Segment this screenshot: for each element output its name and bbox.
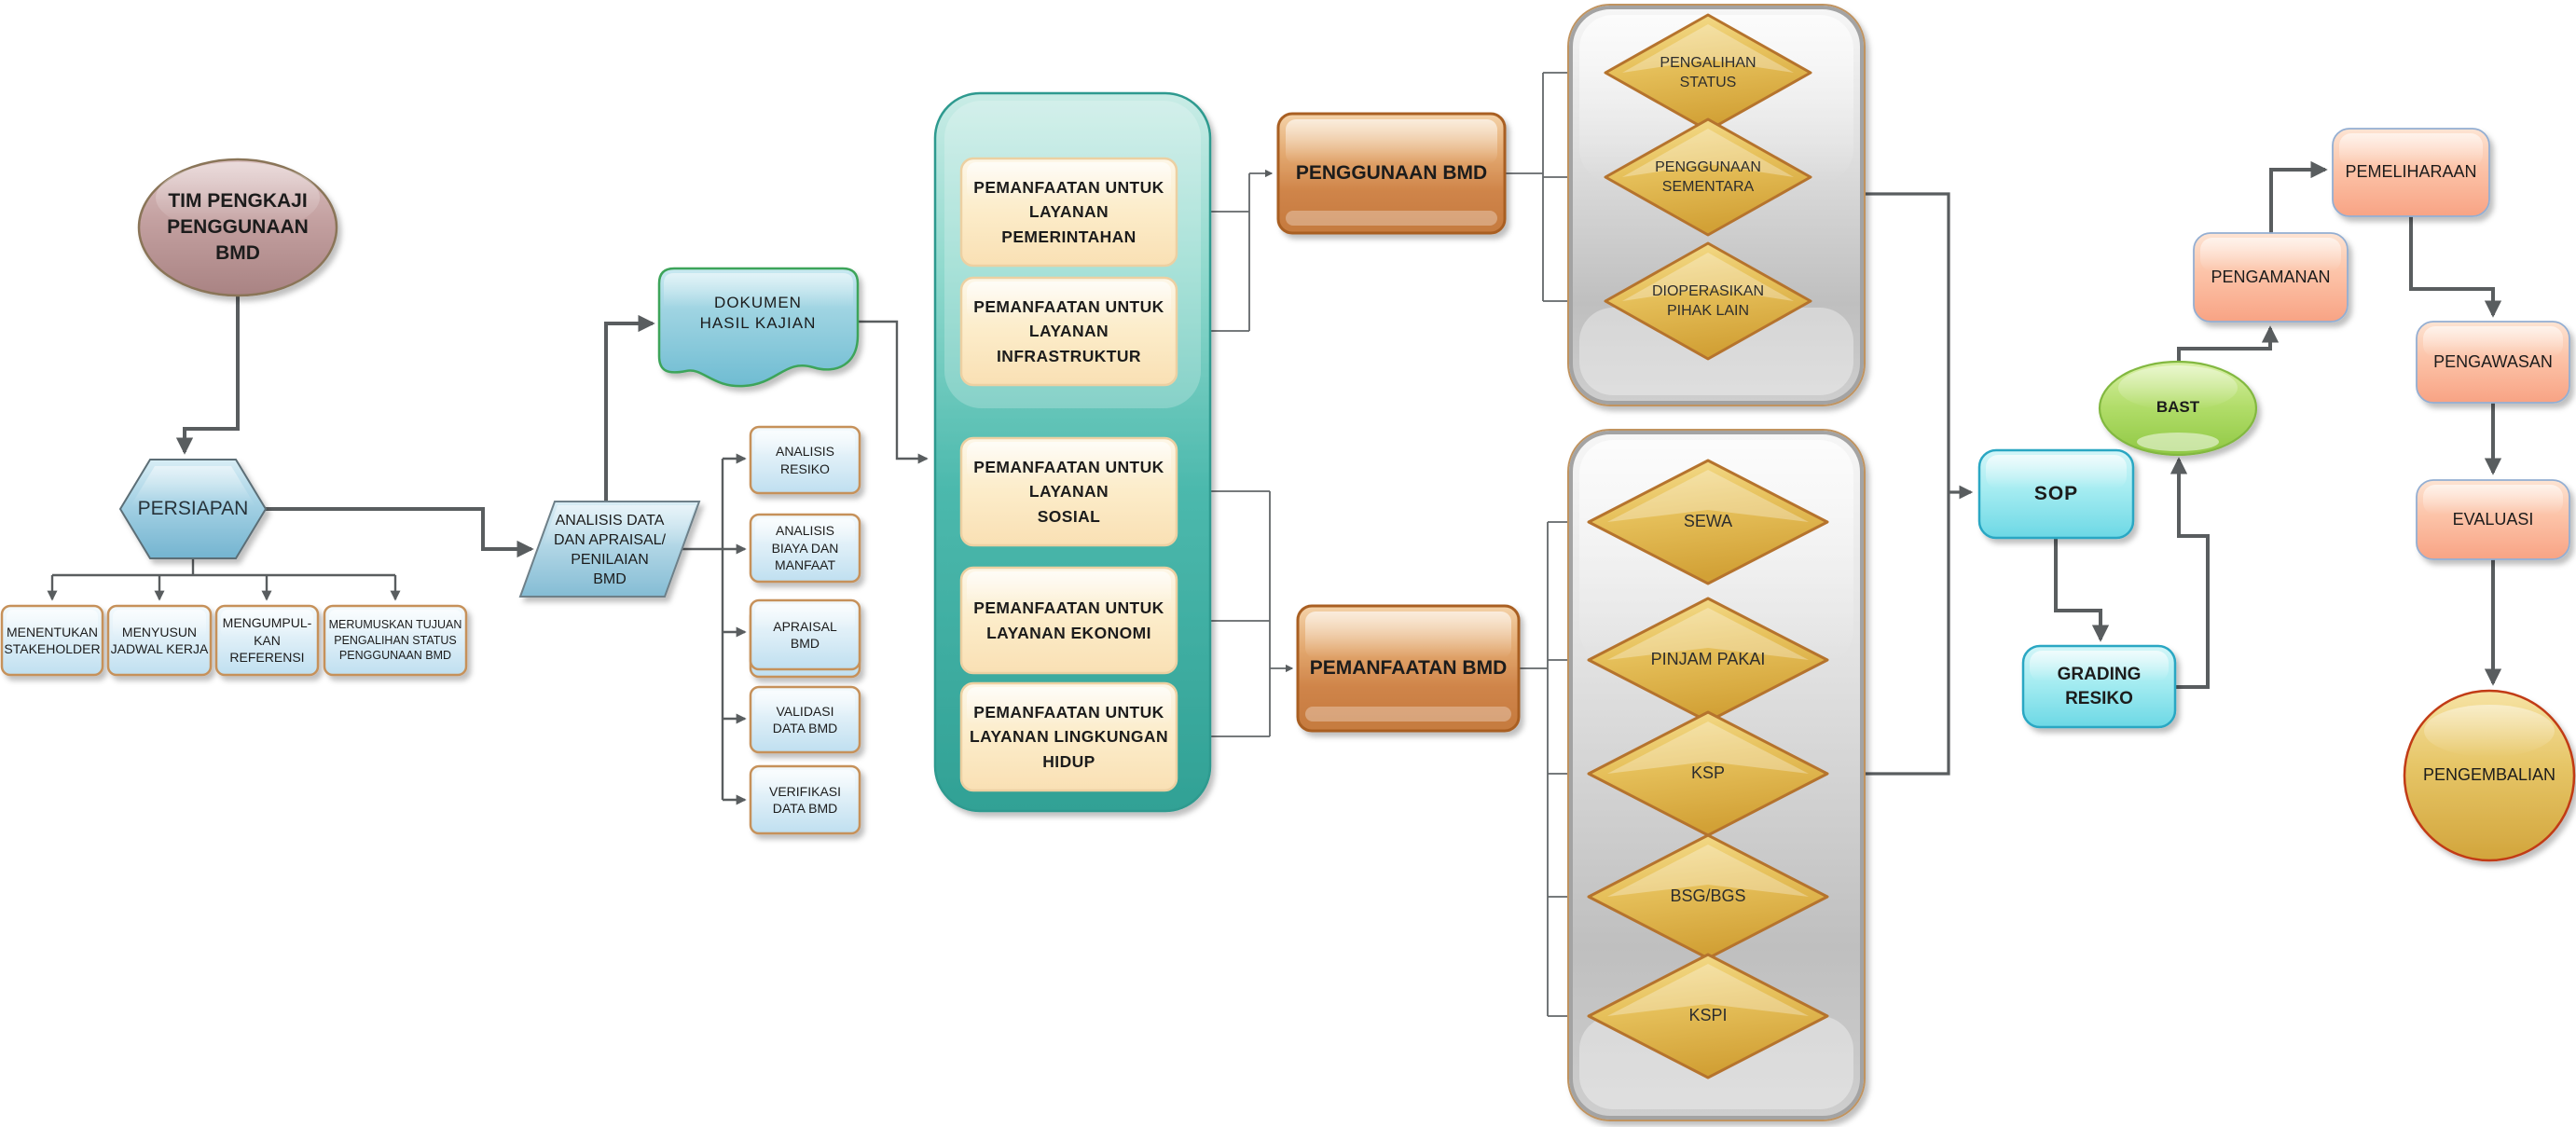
shape-ksp-diamond	[1587, 710, 1829, 837]
edge-pemanfaatan-trunk	[1177, 490, 1271, 737]
shape-pemanfaatan-bmd	[1296, 604, 1521, 733]
shape-lingkungan	[959, 681, 1178, 792]
shape-apraisal	[749, 598, 861, 679]
shape-pengembalian-circle	[2403, 689, 2576, 862]
shape-persiapan-hexagon	[118, 459, 268, 559]
shape-pengawasan	[2416, 321, 2570, 404]
connectors	[47, 68, 2502, 1021]
shape-referensi	[214, 604, 320, 677]
shape-analisis-biaya	[749, 513, 861, 584]
shape-pengamanan	[2193, 232, 2349, 323]
edge-pemeliharaan-pengawasan	[2409, 216, 2502, 318]
shape-analisis-resiko	[749, 425, 861, 495]
nodes	[0, 13, 2576, 1079]
shape-evaluasi	[2416, 479, 2570, 560]
edge-tim-persiapan	[175, 295, 240, 455]
shape-sementara-diamond	[1604, 117, 1812, 237]
edge-analisis-dokumen	[604, 314, 655, 502]
edge-persiapan-analisis	[266, 507, 534, 558]
shape-dokumen-document	[657, 267, 860, 388]
shape-bsg-diamond	[1587, 833, 1829, 960]
shape-kspi-diamond	[1587, 953, 1829, 1079]
shape-stakeholder	[0, 604, 104, 677]
shape-grading-resiko	[2021, 644, 2177, 729]
shape-sewa-diamond	[1587, 459, 1829, 585]
shape-jadwal	[106, 604, 213, 677]
shape-infrastruktur	[959, 276, 1178, 387]
shape-penggunaan-bmd	[1276, 112, 1507, 235]
shape-pengalihan-diamond	[1604, 13, 1812, 132]
edge-dokumen-teal	[858, 320, 929, 464]
shape-verifikasi	[749, 764, 861, 835]
edge-analisis-trunk	[682, 459, 724, 800]
edge-sop-grading	[2054, 538, 2110, 642]
shape-bast-ellipse	[2098, 360, 2258, 457]
shape-analisis-data-parallelogram	[518, 501, 701, 598]
shape-pinjam-diamond	[1587, 597, 1829, 723]
shape-sosial	[959, 436, 1178, 547]
shape-dioperasikan-diamond	[1604, 241, 1812, 361]
shape-pemeliharaan	[2332, 128, 2490, 217]
edge-bast-pengamanan	[2177, 325, 2280, 362]
shape-tim-ellipse	[137, 158, 338, 297]
shape-pemerintahan	[959, 157, 1178, 268]
shape-sop	[1977, 448, 2135, 540]
edge-containers-merge	[1862, 192, 1950, 776]
shape-tujuan	[323, 604, 468, 677]
edge-grading-bast	[2170, 457, 2210, 689]
shape-validasi	[749, 685, 861, 754]
edge-pengamanan-pemeliharaan	[2269, 160, 2328, 233]
edge-diamond-trunk-2	[1519, 522, 1549, 1016]
edge-diamond-trunk-1	[1505, 73, 1544, 301]
shape-ekonomi	[959, 566, 1178, 675]
